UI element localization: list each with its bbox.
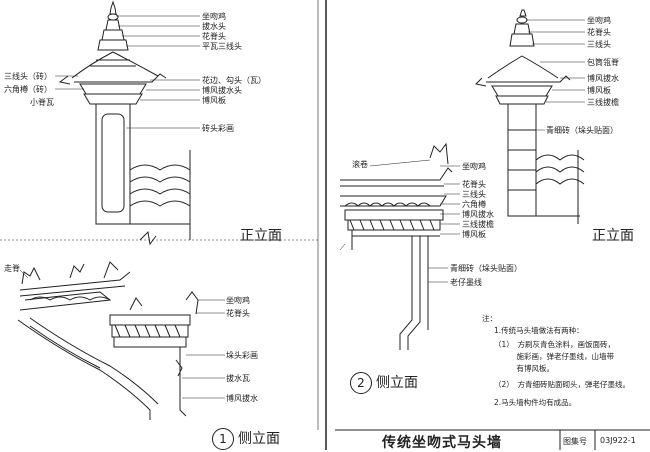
atlas-label: 图集号 xyxy=(563,437,587,446)
left-front-label-4: 平瓦三线头 xyxy=(202,42,242,51)
right-front-label-2: 花脊头 xyxy=(587,28,611,37)
right-front-mid-label: 青细砖（垛头贴面） xyxy=(546,126,618,135)
right-side-left-label: 滚卷 xyxy=(352,160,368,169)
notes-line-5: （2） 方青细砖贴面砌头，弹老仔墨线。 xyxy=(494,380,631,389)
right-side-low-label-1: 青细砖（垛头贴面） xyxy=(450,264,522,273)
right-front-label-3: 三线头 xyxy=(587,40,611,49)
left-front-left-label-1: 三线头（砖） xyxy=(4,72,52,81)
notes-line-3: 施彩画，弹老仔墨线，山墙带 xyxy=(494,352,614,361)
left-front-elevation-title: 正立面 xyxy=(240,228,282,244)
notes-line-4: 有博风板。 xyxy=(494,364,554,373)
left-front-label-7: 博风板 xyxy=(202,96,226,105)
left-side-left-label: 走脊 xyxy=(4,264,20,273)
right-side-low-label-2: 老仔墨线 xyxy=(450,278,482,287)
right-front-label-6: 博风板 xyxy=(587,86,611,95)
right-side-label-1: 坐吻鸡 xyxy=(462,162,486,171)
left-front-left-label-2: 六角樽（砖） xyxy=(4,85,52,94)
right-side-label-6: 三线拔檐 xyxy=(462,220,494,229)
right-side-label-2: 花脊头 xyxy=(462,180,486,189)
right-front-elevation xyxy=(474,9,585,224)
notes-line-2: （1） 方刷灰青色涂料，画饭面砖， xyxy=(494,340,616,349)
right-side-label-7: 博风板 xyxy=(462,230,486,239)
left-front-left-label-3: 小脊瓦 xyxy=(30,98,54,107)
left-front-label-3: 花脊头 xyxy=(202,32,226,41)
left-side-number-circle: 1 xyxy=(212,428,234,450)
left-front-label-1: 坐吻鸡 xyxy=(202,12,226,21)
notes-line-6: 2.马头墙构件均有成品。 xyxy=(494,398,577,407)
left-front-label-5: 花边、勾头（瓦） xyxy=(202,76,266,85)
drawing-title: 传统坐吻式马头墙 xyxy=(382,435,502,451)
right-side-elevation xyxy=(339,142,460,350)
left-side-label-4: 拔水瓦 xyxy=(226,374,250,383)
left-front-label-2: 拔水头 xyxy=(202,22,226,31)
right-side-number-circle: 2 xyxy=(350,372,372,394)
notes-line-1: 1.传统马头墙做法有两种： xyxy=(494,326,584,335)
right-side-label-4: 六角樽 xyxy=(462,200,486,209)
right-front-label-7: 三线拔檐 xyxy=(587,98,619,107)
right-side-label-3: 三线头 xyxy=(462,190,486,199)
left-front-label-8: 砖头彩画 xyxy=(202,124,234,133)
left-side-elevation-title: 侧立面 xyxy=(238,431,280,447)
left-side-label-3: 垛头彩画 xyxy=(226,351,258,360)
right-front-label-4: 包筒瓴脊 xyxy=(587,58,619,67)
right-side-elevation-title: 侧立面 xyxy=(376,375,418,391)
right-side-label-5: 博风拔水 xyxy=(462,210,494,219)
right-front-label-5: 博风拔水 xyxy=(587,74,619,83)
right-front-label-1: 坐吻鸡 xyxy=(587,16,611,25)
left-side-label-5: 博风拔水 xyxy=(226,394,258,403)
atlas-number: 03J922-1 xyxy=(600,436,636,445)
right-front-elevation-title: 正立面 xyxy=(592,228,634,244)
left-side-elevation xyxy=(17,261,225,420)
left-side-label-1: 坐吻鸡 xyxy=(226,296,250,305)
notes-heading: 注： xyxy=(482,314,497,323)
left-front-label-6: 博风拔水头 xyxy=(202,86,242,95)
left-side-label-2: 花脊头 xyxy=(226,309,250,318)
left-front-elevation xyxy=(55,0,200,246)
